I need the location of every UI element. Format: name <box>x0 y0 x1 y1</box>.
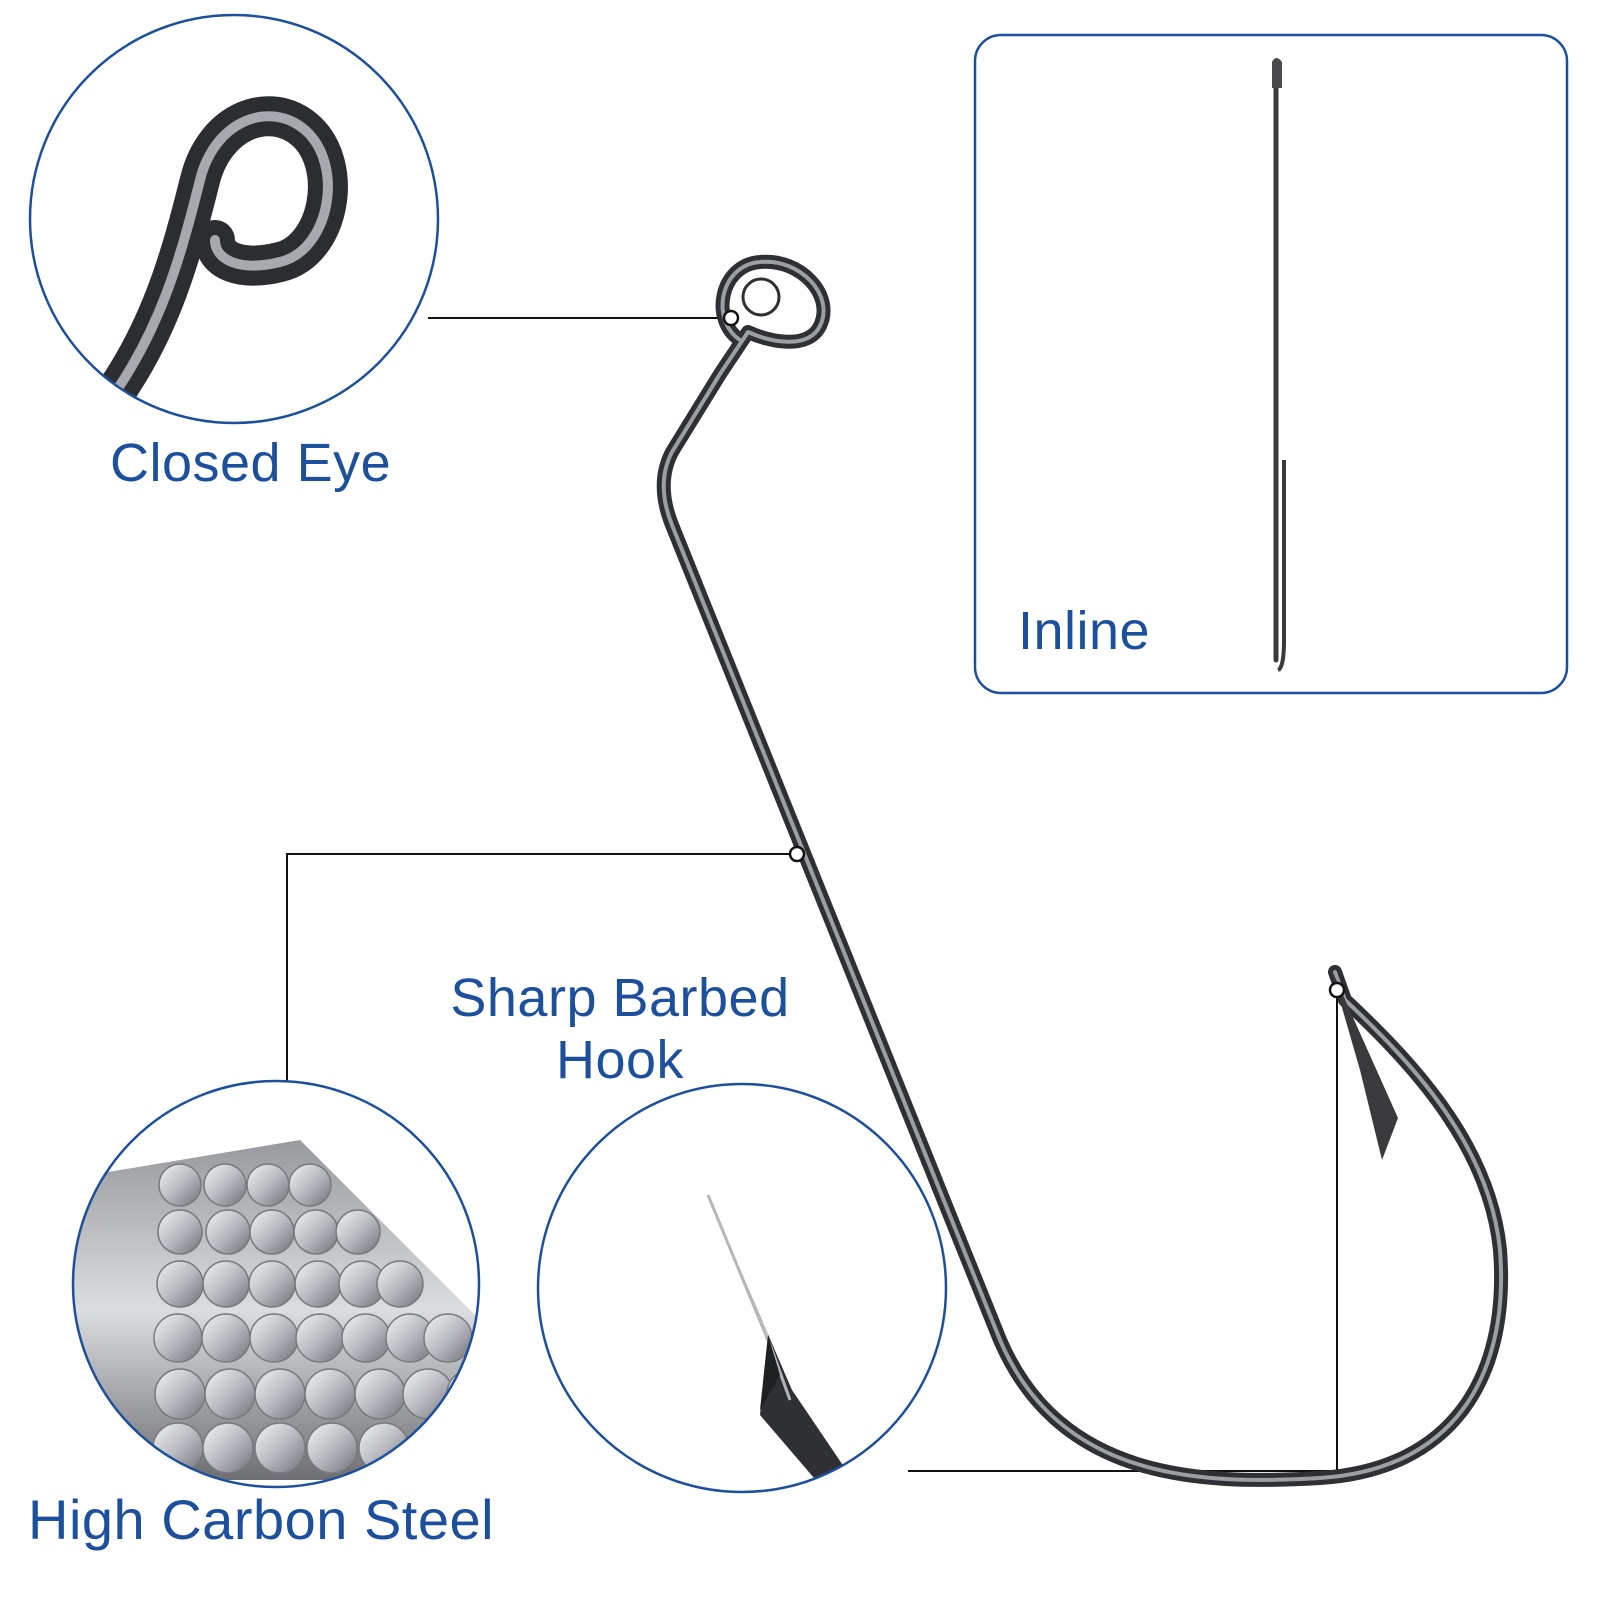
steel-rod-end <box>157 1209 203 1255</box>
fishing-hook-main <box>656 254 1508 1487</box>
steel-rod-end <box>249 1313 299 1363</box>
steel-rod-end <box>354 1368 406 1420</box>
steel-rod-end <box>294 1260 342 1308</box>
inline-side-view-icon <box>1272 58 1286 672</box>
sharp-barbed-label-line2: Hook <box>555 1030 685 1091</box>
steel-rod-end <box>205 1209 251 1255</box>
steel-rod-end <box>306 1422 358 1474</box>
inline-label: Inline <box>1018 601 1151 661</box>
steel-rod-end <box>153 1313 203 1363</box>
steel-rod-end <box>202 1422 254 1474</box>
steel-rod-end <box>446 1368 479 1420</box>
steel-rod-end <box>293 1209 339 1255</box>
steel-rod-end <box>295 1313 345 1363</box>
steel-rod-end <box>304 1368 356 1420</box>
steel-rod-end <box>203 1163 247 1207</box>
steel-rod-end <box>248 1260 296 1308</box>
steel-rods-stack-icon <box>71 1079 481 1489</box>
steel-rod-end <box>254 1368 306 1420</box>
steel-rod-end <box>154 1368 206 1420</box>
steel-rod-end <box>202 1260 250 1308</box>
sharp-barbed-label-line1: Sharp Barbed <box>450 968 790 1028</box>
callout-dots <box>722 309 1346 999</box>
steel-rod-end <box>341 1313 391 1363</box>
steel-rod-end <box>249 1209 295 1255</box>
steel-rod-end <box>156 1260 204 1308</box>
steel-rod-end <box>288 1163 332 1207</box>
steel-rod-end <box>201 1313 251 1363</box>
closed-eye-label: Closed Eye <box>110 433 392 493</box>
steel-rod-end <box>158 1163 202 1207</box>
steel-rod-end <box>204 1368 256 1420</box>
steel-rod-end <box>152 1422 204 1474</box>
inline-panel <box>973 33 1569 695</box>
steel-rod-end <box>246 1163 290 1207</box>
steel-rod-end <box>254 1422 306 1474</box>
closed-eye-detail-icon <box>28 13 440 425</box>
steel-rod-end <box>335 1209 381 1255</box>
barb-point-detail-icon <box>536 1082 948 1494</box>
high-carbon-steel-label: High Carbon Steel <box>28 1488 495 1551</box>
sharp-barbed-hook-label: Sharp Barbed Hook <box>440 967 800 1091</box>
steel-rod-end <box>423 1313 473 1363</box>
steel-rod-end <box>376 1260 424 1308</box>
